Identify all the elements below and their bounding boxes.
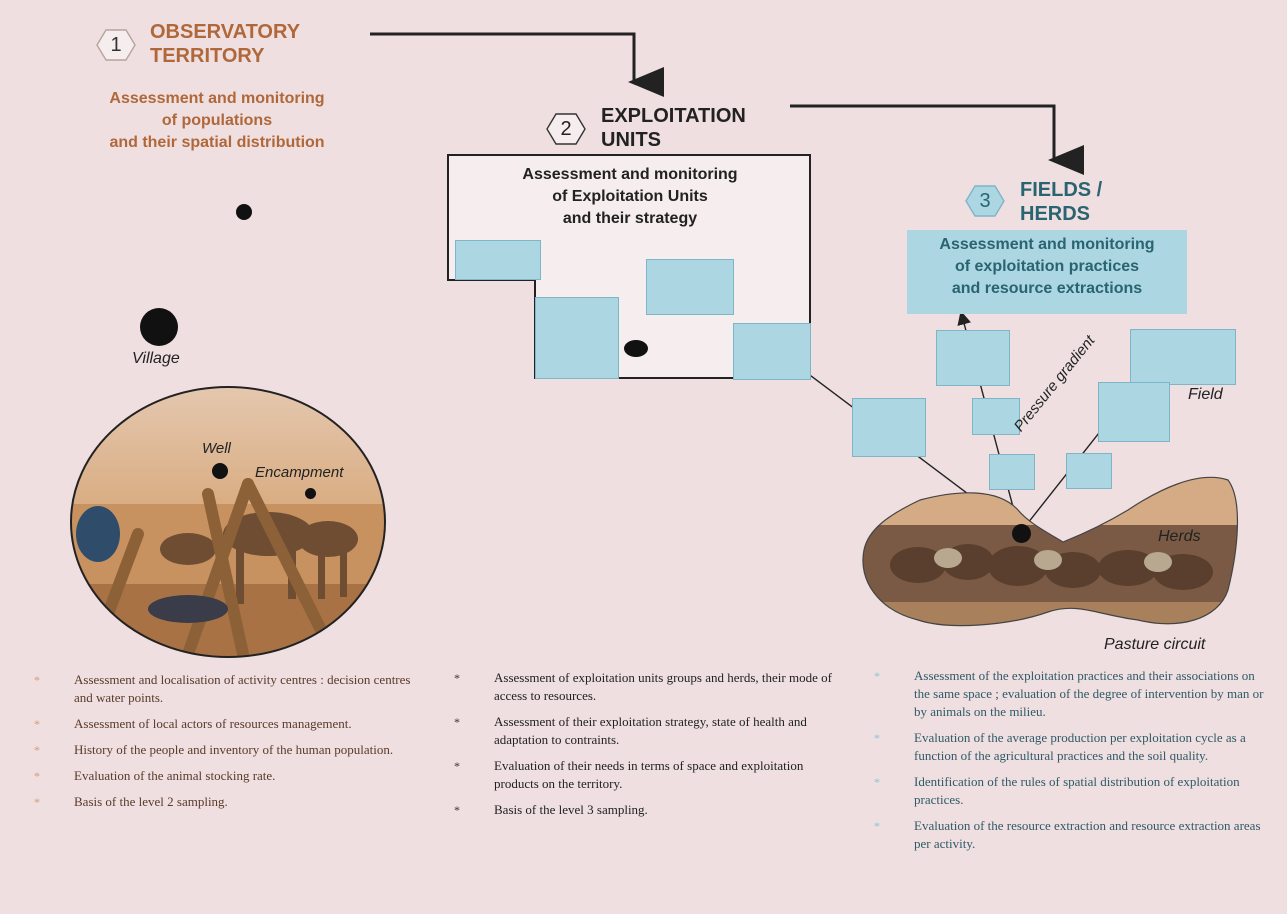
- bullet-icon: *: [454, 715, 460, 729]
- level1-number-badge: 1: [96, 28, 136, 62]
- list-item: *History of the people and inventory of …: [34, 742, 394, 757]
- bullet-icon: *: [874, 775, 880, 789]
- field-box: [1098, 382, 1170, 442]
- bullet-icon: *: [34, 743, 40, 757]
- pasture-circuit-label: Pasture circuit: [1104, 636, 1206, 653]
- well-label: Well: [202, 440, 231, 457]
- encampment-dot: [305, 488, 316, 499]
- bullet-icon: *: [34, 717, 40, 731]
- herds-label: Herds: [1158, 528, 1201, 545]
- field-box: [852, 398, 926, 457]
- list-item: *Assessment of local actors of resources…: [34, 716, 352, 731]
- herd-dot: [1012, 524, 1031, 543]
- list-item: *Assessment of the exploitation practice…: [874, 668, 1264, 719]
- arrow-1-to-2: [370, 32, 664, 97]
- well-photo: [70, 386, 386, 658]
- list-item: *Basis of the level 2 sampling.: [34, 794, 228, 809]
- list-item: *Evaluation of the resource extraction a…: [874, 818, 1261, 851]
- level1-criteria-list: *Assessment and localisation of activity…: [30, 671, 430, 819]
- field-box: [972, 398, 1020, 435]
- field-box: [989, 454, 1035, 490]
- list-item: *Evaluation of the average production pe…: [874, 730, 1246, 763]
- well-dot: [212, 463, 228, 479]
- field-box: [1130, 329, 1236, 385]
- level2-title: EXPLOITATION UNITS: [601, 105, 746, 151]
- level1-title: OBSERVATORY TERRITORY: [150, 21, 301, 67]
- level2-number-badge: 2: [546, 112, 586, 146]
- hexagon-icon: [965, 185, 1005, 217]
- herds-photo: [862, 476, 1239, 627]
- bullet-icon: *: [874, 819, 880, 833]
- field-box: [1066, 453, 1112, 489]
- level3-criteria-list: *Assessment of the exploitation practice…: [870, 667, 1270, 861]
- village-dot: [140, 308, 178, 346]
- hexagon-icon: [546, 113, 586, 145]
- exploitation-unit-box: [455, 240, 541, 280]
- level2-subtitle: Assessment and monitoring of Exploitatio…: [522, 166, 738, 227]
- exploitation-unit-box: [733, 323, 811, 380]
- list-item: *Evaluation of the animal stocking rate.: [34, 768, 276, 783]
- level3-number-badge: 3: [965, 184, 1005, 218]
- bullet-icon: *: [874, 669, 880, 683]
- encampment-label: Encampment: [255, 464, 344, 481]
- bullet-icon: *: [454, 803, 460, 817]
- hexagon-icon: [96, 29, 136, 61]
- level2-criteria-list: *Assessment of exploitation units groups…: [450, 669, 848, 827]
- bullet-icon: *: [454, 671, 460, 685]
- list-item: *Basis of the level 3 sampling.: [454, 802, 648, 817]
- village-label: Village: [132, 350, 180, 367]
- arrow-2-to-3: [790, 104, 1084, 175]
- bullet-icon: *: [34, 795, 40, 809]
- small-village-dot: [236, 204, 252, 220]
- bullet-icon: *: [874, 731, 880, 745]
- list-item: *Identification of the rules of spatial …: [874, 774, 1240, 807]
- list-item: *Assessment of exploitation units groups…: [454, 670, 832, 703]
- bullet-icon: *: [454, 759, 460, 773]
- bullet-icon: *: [34, 673, 40, 687]
- field-label: Field: [1188, 386, 1223, 403]
- list-item: *Assessment of their exploitation strate…: [454, 714, 807, 747]
- exploitation-unit-box: [535, 297, 619, 379]
- level3-title: FIELDS / HERDS: [1020, 179, 1103, 225]
- level1-subtitle: Assessment and monitoring of populations…: [109, 90, 325, 151]
- field-box: [936, 330, 1010, 386]
- list-item: *Assessment and localisation of activity…: [34, 672, 411, 705]
- level3-subtitle-box: Assessment and monitoring of exploitatio…: [907, 230, 1187, 314]
- bullet-icon: *: [34, 769, 40, 783]
- exploitation-unit-dot: [624, 340, 648, 357]
- exploitation-unit-box: [646, 259, 734, 315]
- list-item: *Evaluation of their needs in terms of s…: [454, 758, 804, 791]
